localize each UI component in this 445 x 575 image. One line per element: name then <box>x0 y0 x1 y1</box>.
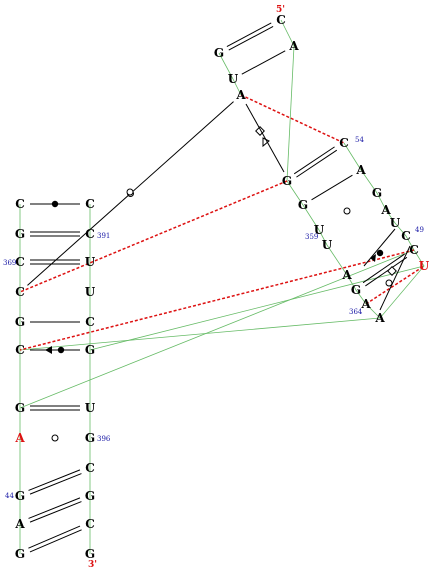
pair-square-symbol <box>387 266 397 276</box>
nucleotide-g: G <box>15 547 25 561</box>
watson-crick-pair-line <box>365 256 408 287</box>
nucleotide-g: G <box>298 198 308 212</box>
nucleotide-c: C <box>85 461 95 475</box>
tertiary-interaction-line <box>365 265 425 305</box>
pair-arrow-symbol <box>45 346 52 354</box>
pair-circle-symbol <box>51 200 59 208</box>
nucleotide-a: A <box>341 268 352 282</box>
nucleotide-g: G <box>85 343 95 357</box>
nucleotide-c: C <box>85 517 95 531</box>
watson-crick-pair-line <box>29 473 82 495</box>
nucleotide-g: G <box>282 174 292 188</box>
non-canonical-pair-line <box>379 245 411 311</box>
nucleotide-c: C <box>85 197 95 211</box>
backbone-link <box>89 265 425 351</box>
position-number: 369 <box>3 259 16 267</box>
nucleotide-g: G <box>15 401 25 415</box>
nucleotide-g: G <box>214 46 224 60</box>
position-number: 391 <box>97 232 110 240</box>
label-layer: 54 49 359 364 391 369 396 44 5' 3' <box>3 5 424 570</box>
nucleotide-u: U <box>85 401 96 415</box>
tertiary-interaction-layer <box>19 94 425 351</box>
nucleotide-u: U <box>390 216 401 230</box>
three-prime-end-label: 3' <box>88 560 97 570</box>
five-prime-end-label: 5' <box>276 5 285 15</box>
backbone-link <box>19 317 381 351</box>
nucleotide-g: G <box>372 186 382 200</box>
watson-crick-pair-line <box>362 253 405 284</box>
watson-crick-pair-line <box>29 501 82 523</box>
nucleotide-c: C <box>401 229 411 243</box>
nucleotide-c: C <box>85 315 95 329</box>
nucleotide-g: G <box>15 489 25 503</box>
nucleotide-c: C <box>15 343 25 357</box>
nucleotide-a: A <box>355 163 366 177</box>
pair-symbol-layer <box>45 103 411 442</box>
wobble-pair-symbol <box>126 188 134 196</box>
wobble-pair-symbol <box>385 279 393 287</box>
nucleotide-u: U <box>322 238 333 252</box>
watson-crick-pair-line <box>28 469 81 491</box>
nucleotide-c: C <box>15 197 25 211</box>
backbone-strand <box>343 142 425 319</box>
nucleotide-c: C <box>15 285 25 299</box>
non-canonical-pair-line <box>245 103 285 173</box>
nucleotide-c: C <box>409 243 419 257</box>
tertiary-interaction-line <box>19 180 288 293</box>
non-canonical-pair-line <box>241 50 286 75</box>
tertiary-interaction-line <box>19 249 415 351</box>
tertiary-interaction-line <box>240 94 345 144</box>
nucleotide-c: C <box>85 227 95 241</box>
watson-crick-pair-line <box>296 149 338 178</box>
nucleotide-a: A <box>235 88 246 102</box>
nucleotide-a: A <box>14 431 25 445</box>
position-number: 49 <box>415 226 424 234</box>
nucleotide-a: A <box>360 297 371 311</box>
nucleotide-layer: CAGUACAGAUCCUAAGAUUGGCCUUCGUGCGCGGAGAGCG… <box>14 13 429 561</box>
position-number: 396 <box>97 435 111 443</box>
wobble-pair-symbol <box>343 207 351 215</box>
backbone-strand <box>218 52 242 96</box>
pair-circle-symbol <box>376 249 384 257</box>
nucleotide-g: G <box>85 431 95 445</box>
nucleotide-g: G <box>15 227 25 241</box>
pair-circle-symbol <box>57 346 65 354</box>
watson-crick-pair-line <box>28 497 81 519</box>
nucleotide-g: G <box>85 489 95 503</box>
non-canonical-pair-line <box>363 228 396 267</box>
nucleotide-g: G <box>351 283 361 297</box>
non-canonical-pair-line <box>311 174 353 201</box>
backbone-strand <box>286 180 381 319</box>
nucleotide-u: U <box>85 285 96 299</box>
position-number: 359 <box>305 233 318 241</box>
nucleotide-a: A <box>374 311 385 325</box>
nucleotide-a: A <box>288 39 299 53</box>
nucleotide-c: C <box>276 13 286 27</box>
nucleotide-u: U <box>228 72 239 86</box>
watson-crick-pair-line <box>293 146 335 175</box>
backbone-link <box>19 249 415 409</box>
position-number: 54 <box>355 136 364 144</box>
position-number: 364 <box>349 308 363 316</box>
nucleotide-u: U <box>314 223 325 237</box>
watson-crick-pair-line <box>29 529 82 553</box>
nucleotide-u: U <box>419 259 430 273</box>
nucleotide-g: G <box>15 315 25 329</box>
nucleotide-c: C <box>339 136 349 150</box>
nucleotide-c: C <box>15 255 25 269</box>
backbone-strand <box>280 19 295 182</box>
nucleotide-a: A <box>14 517 25 531</box>
watson-crick-pair-line <box>28 525 81 549</box>
nucleotide-u: U <box>85 255 96 269</box>
nucleotide-g: G <box>85 547 95 561</box>
wobble-pair-symbol <box>51 434 59 442</box>
nucleotide-a: A <box>380 203 391 217</box>
pair-arrow-symbol <box>370 254 376 262</box>
position-number: 44 <box>5 492 14 500</box>
watson-crick-pair-line <box>228 26 274 51</box>
watson-crick-pair-line <box>226 22 272 47</box>
